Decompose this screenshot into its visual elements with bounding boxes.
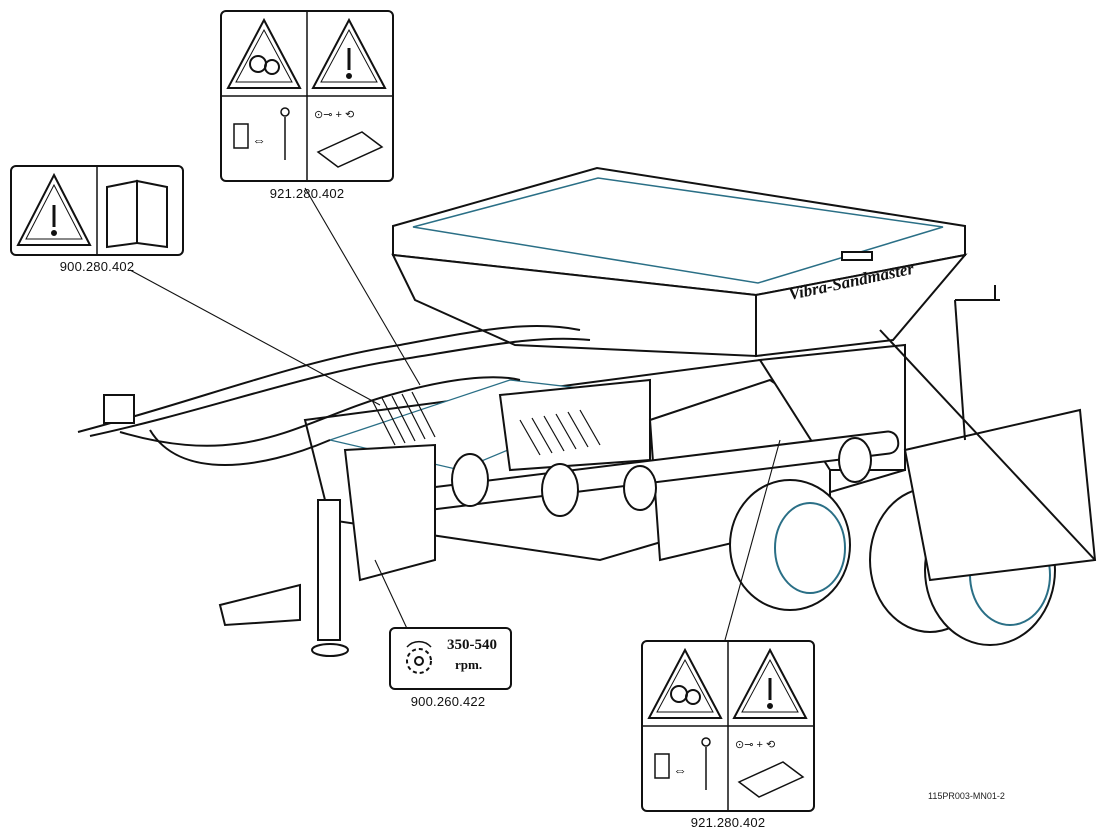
read-manual-icon [106, 179, 168, 249]
keep-distance-icon: ⇔ [654, 737, 711, 790]
svg-text:⇔: ⇔ [673, 762, 687, 778]
hoses [77, 324, 591, 466]
rpm-value: 350-540 [447, 637, 497, 653]
maintenance-manual-icon: ⊙⊸ + ⟲ [314, 109, 384, 168]
entanglement-warning-icon [226, 17, 302, 89]
rpm-unit: rpm. [455, 657, 483, 672]
caution-warning-icon [311, 17, 387, 89]
entanglement-warning-icon [647, 647, 723, 719]
warning-decal-bottom: ⇔ ⊙⊸ + ⟲ [641, 640, 815, 812]
svg-text:⊙⊸ + ⟲: ⊙⊸ + ⟲ [735, 739, 775, 751]
hitch [218, 443, 436, 657]
hopper [391, 166, 968, 358]
maintenance-manual-icon: ⊙⊸ + ⟲ [735, 739, 805, 798]
caution-warning-icon [732, 647, 808, 719]
rpm-decal: 350-540 rpm. [389, 627, 512, 690]
decal-top-graphics: ⇔ ⊙⊸ + ⟲ [222, 12, 392, 180]
drawing-id: 115PR003-MN01-2 [928, 791, 1005, 801]
leader-lines [129, 187, 781, 641]
decal-code-left: 900.280.402 [59, 259, 135, 274]
warning-decal-top: ⇔ ⊙⊸ + ⟲ [220, 10, 394, 182]
vent-grills [371, 391, 601, 456]
decal-left-graphics [16, 167, 168, 254]
caution-warning-icon [16, 172, 92, 246]
drive-shaft [380, 430, 900, 517]
keep-distance-icon: ⇔ [233, 107, 290, 160]
decal-code-top: 921.280.402 [269, 186, 345, 201]
pto-shaft-icon [406, 640, 432, 674]
decal-code-rpm: 900.260.422 [410, 694, 486, 709]
decal-bottom-graphics: ⇔ ⊙⊸ + ⟲ [643, 642, 813, 810]
warning-decal-left [10, 165, 184, 256]
linkage-arm [879, 285, 1097, 582]
svg-text:⊙⊸ + ⟲: ⊙⊸ + ⟲ [314, 109, 354, 121]
svg-text:⇔: ⇔ [252, 132, 266, 148]
decal-code-bottom: 921.280.402 [690, 815, 766, 830]
